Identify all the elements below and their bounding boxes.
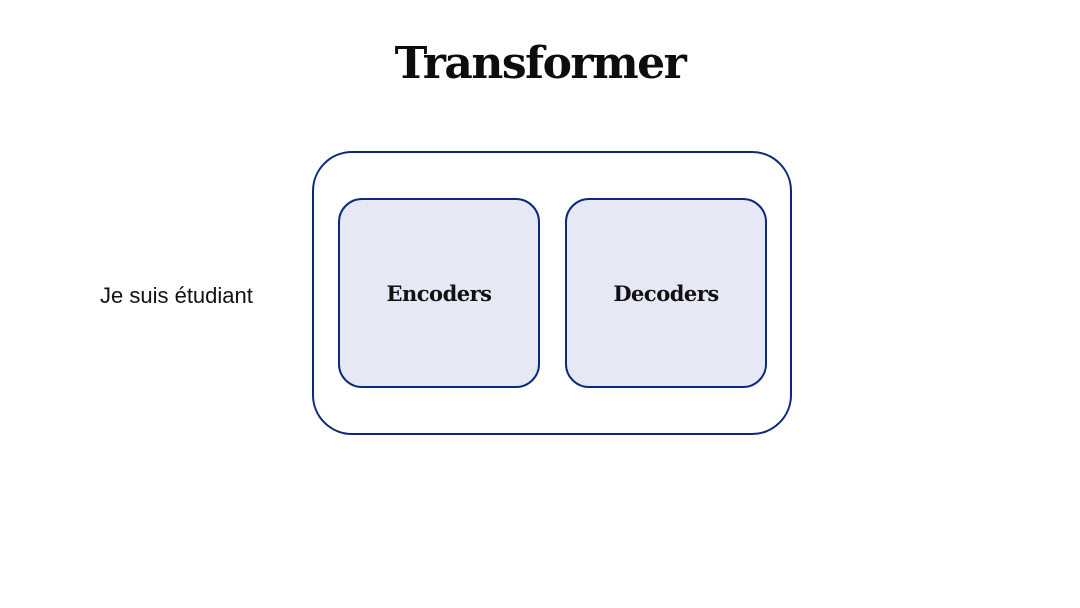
decoders-block: Decoders [565,198,767,388]
encoders-label: Encoders [386,280,493,306]
encoders-block: Encoders [338,198,540,388]
input-sentence: Je suis étudiant [100,283,253,308]
decoders-label: Decoders [613,280,719,306]
diagram-title: Transformer [394,38,687,89]
